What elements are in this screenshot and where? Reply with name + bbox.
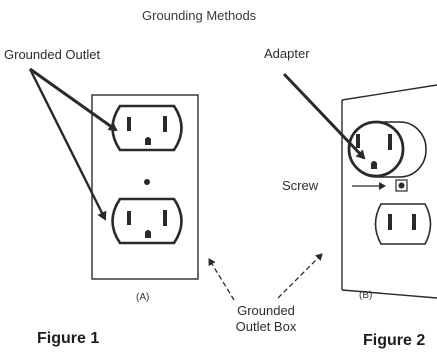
arrow-to-outlet-box-a: [208, 258, 235, 301]
caption-figure-2: Figure 2: [363, 332, 426, 349]
arrow-to-upper-outlet: [29, 67, 118, 132]
ground-screw-tab: [395, 179, 408, 192]
adapter-plug: [347, 120, 427, 178]
arrow-to-adapter: [282, 72, 366, 160]
caption-figure-1: Figure 1: [37, 330, 100, 347]
outlet-ground-hole: [145, 137, 151, 145]
outlet-slot-neutral: [388, 214, 392, 230]
plate-center-screw: [144, 179, 150, 185]
label-panel-b: (B): [359, 290, 373, 301]
adapter-slot-neutral: [356, 134, 360, 148]
outlet-slot-hot: [163, 116, 167, 132]
outlet-slot-hot: [163, 210, 167, 226]
label-grounded-outlet-box-line1: Grounded: [237, 303, 295, 318]
label-grounded-outlet-box-line2: Outlet Box: [235, 319, 297, 334]
outlet-figure-2: [374, 203, 432, 245]
outlet-slot-hot: [412, 214, 416, 230]
label-panel-a: (A): [136, 292, 150, 303]
outlet-slot-neutral: [127, 211, 131, 225]
diagram-title: Grounding Methods: [142, 8, 257, 23]
arrow-to-outlet-box-b: [277, 253, 323, 299]
adapter-slot-hot: [388, 134, 392, 150]
outlet-slot-neutral: [127, 117, 131, 131]
label-grounded-outlet: Grounded Outlet: [4, 47, 101, 62]
outlet-upper: [111, 104, 183, 152]
wall-plate-figure-2: [341, 84, 437, 299]
label-screw: Screw: [282, 178, 319, 193]
arrow-to-lower-outlet: [28, 68, 107, 221]
wall-plate-figure-1: [91, 94, 199, 280]
adapter-ground-hole: [371, 161, 377, 169]
outlet-lower: [111, 197, 183, 245]
label-adapter: Adapter: [264, 46, 310, 61]
outlet-ground-hole: [145, 230, 151, 238]
